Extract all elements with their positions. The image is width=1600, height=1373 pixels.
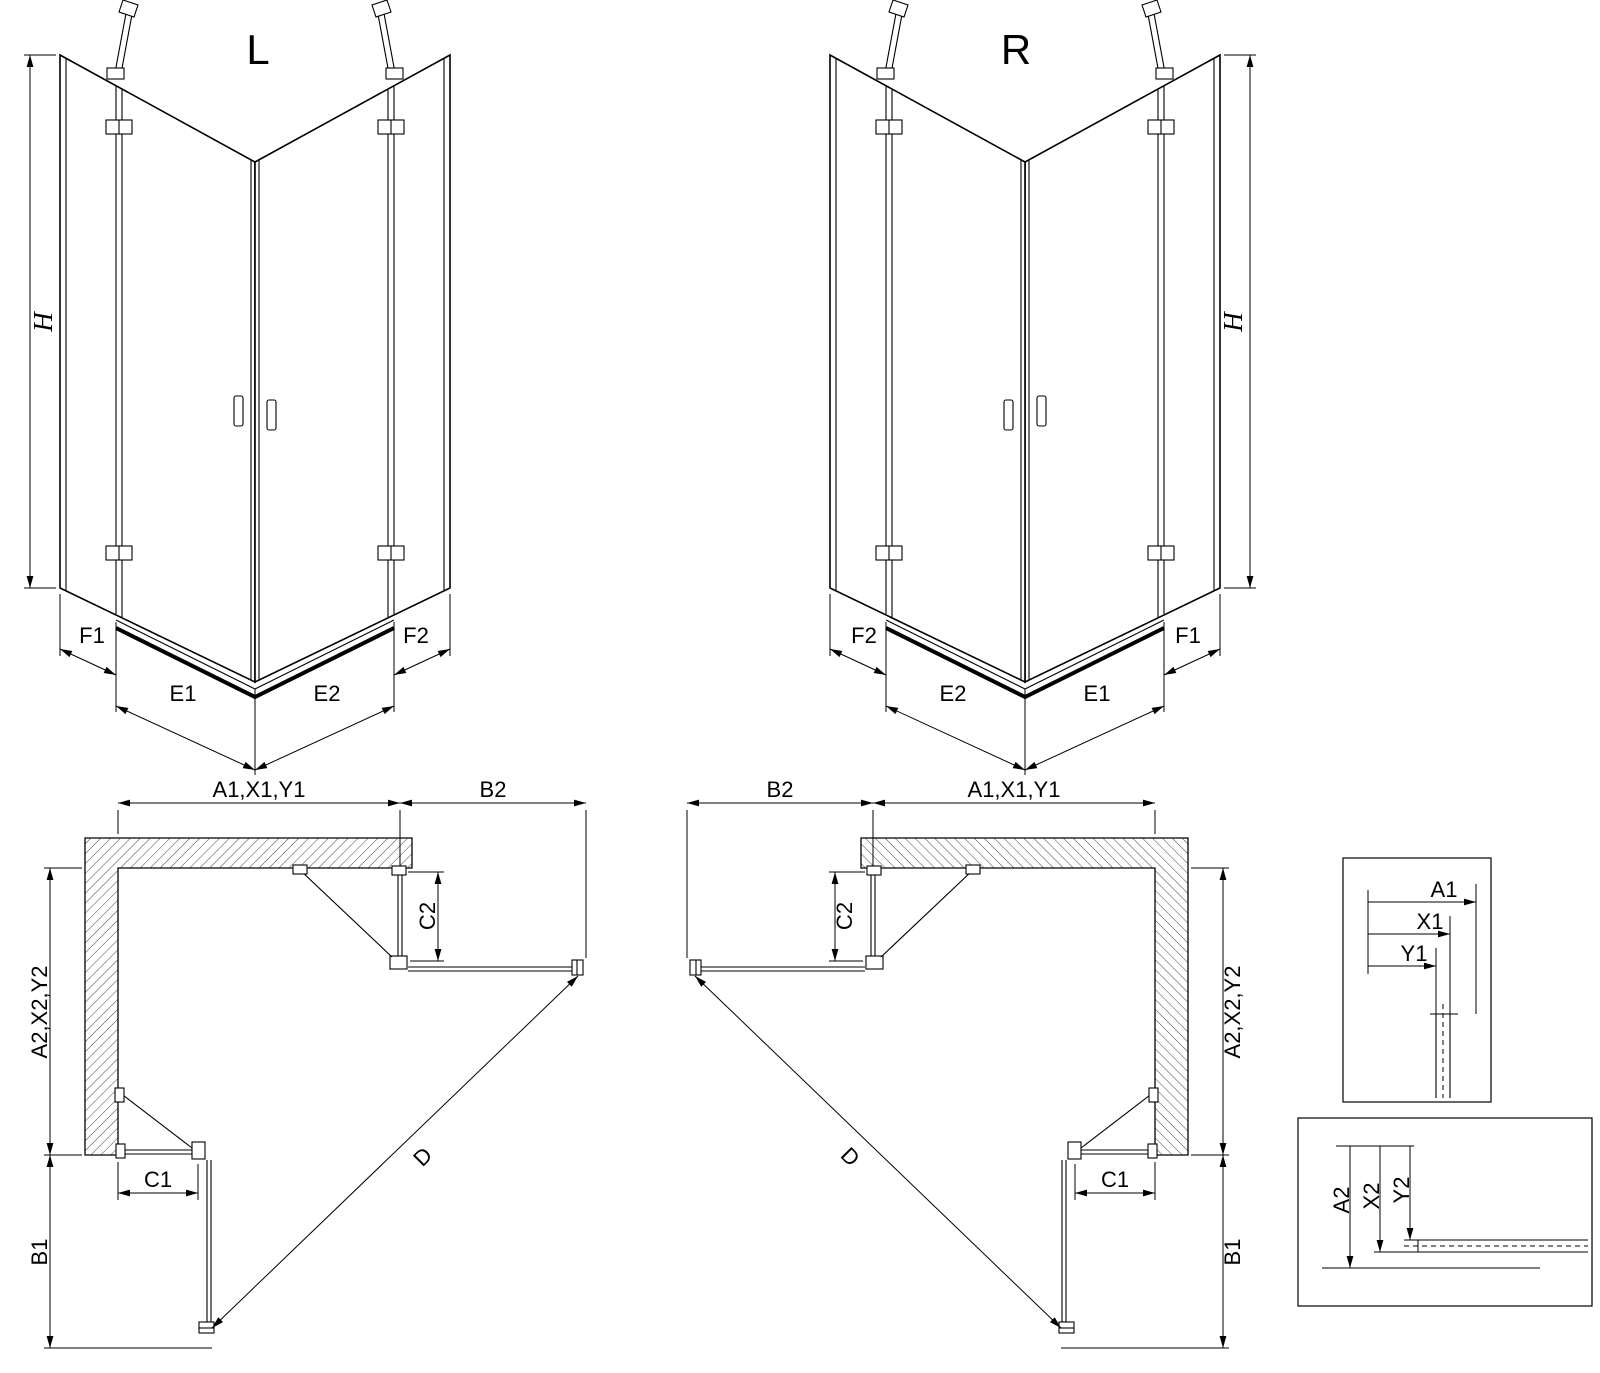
detail-a1-x1-y1: A1 X1 Y1 — [1342, 857, 1492, 1103]
plan-view-left: A1,X1,Y1 B2 C2 A2,X2,Y2 C1 B1 D — [27, 777, 586, 1348]
variant-label-right: R — [1001, 26, 1031, 73]
dim-label-e1-right: E1 — [1084, 681, 1111, 706]
detail-reference-lines — [1367, 884, 1477, 1098]
dim-label-e2-left: E2 — [314, 681, 341, 706]
dim-label-h-right: H — [1218, 311, 1248, 333]
detail-label-y1: Y1 — [1401, 941, 1428, 966]
shower-3d-left-view: L H F1 E1 E2 F2 — [24, 0, 450, 775]
dim-label-a2x2y2-right: A2,X2,Y2 — [1220, 966, 1245, 1059]
dim-label-f2-right: F2 — [851, 623, 877, 648]
dim-label-c1-right: C1 — [1101, 1167, 1129, 1192]
dim-label-c2-right: C2 — [832, 902, 857, 930]
dim-label-b1-right: B1 — [1220, 1239, 1245, 1266]
detail-label-a2: A2 — [1329, 1187, 1354, 1214]
shower-3d-right-view: R H F1 E1 E2 F2 — [830, 0, 1256, 775]
detail-label-x1: X1 — [1417, 909, 1444, 934]
dim-label-b2-right: B2 — [767, 777, 794, 802]
dim-label-f2-left: F2 — [403, 623, 429, 648]
detail-a2-x2-y2: A2 X2 Y2 — [1297, 1117, 1593, 1307]
dim-label-a2x2y2-left: A2,X2,Y2 — [27, 966, 52, 1059]
dim-label-c1-left: C1 — [144, 1167, 172, 1192]
dim-label-a1x1y1-right: A1,X1,Y1 — [968, 777, 1061, 802]
dim-label-b1-left: B1 — [27, 1239, 52, 1266]
dim-label-e2-right: E2 — [940, 681, 967, 706]
detail-frame-top — [1342, 857, 1492, 1103]
detail-frame-bottom — [1297, 1117, 1593, 1307]
dim-label-c2-left: C2 — [415, 902, 440, 930]
dim-label-f1-left: F1 — [79, 623, 105, 648]
detail-label-x2: X2 — [1359, 1183, 1384, 1210]
dim-label-h-left: H — [28, 311, 58, 333]
detail-label-a1: A1 — [1431, 877, 1458, 902]
detail-reference-lines — [1322, 1145, 1588, 1269]
dim-label-f1-right: F1 — [1175, 623, 1201, 648]
variant-label-left: L — [246, 26, 269, 73]
dim-label-a1x1y1-left: A1,X1,Y1 — [213, 777, 306, 802]
dim-label-e1-left: E1 — [170, 681, 197, 706]
dim-label-b2-left: B2 — [480, 777, 507, 802]
detail-label-y2: Y2 — [1389, 1177, 1414, 1204]
